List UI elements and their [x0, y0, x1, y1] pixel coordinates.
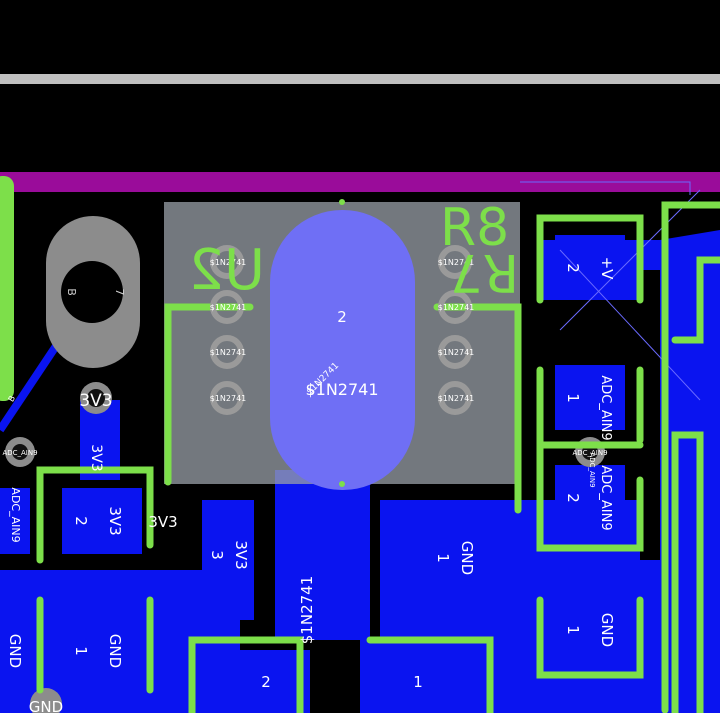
pad-right-top-net: +V — [598, 257, 616, 281]
via-3v3-label: 3V3 — [79, 391, 112, 411]
pad-left-2-number: 2 — [72, 516, 90, 526]
u2-pin-2-net: $1N2741 — [210, 303, 247, 312]
pad-right-gnd-1-net: GND — [598, 613, 616, 647]
pad-bottom-2-number: 2 — [261, 673, 271, 691]
u2-pin-7[interactable] — [438, 335, 472, 369]
ratsnest-line-diag-1 — [559, 249, 701, 401]
trace-adc-right-small: ADC_AIN9 — [588, 452, 596, 487]
via-adc-right-label: ADC_AIN9 — [572, 449, 607, 457]
u2-pin-7-net: $1N2741 — [438, 348, 475, 357]
pad-left-gnd[interactable] — [62, 618, 142, 686]
pad-left-3-net: 3V3 — [232, 540, 250, 569]
pad-right-top-number: 2 — [564, 263, 582, 273]
u2-pin-1-net: $1N2741 — [210, 258, 247, 267]
pad-right-adc-2[interactable] — [555, 465, 625, 530]
u2-anchor-bottom — [339, 481, 345, 487]
ratsnest-line-diag-2 — [559, 189, 701, 331]
trace-1n2741-vertical: $1N2741 — [298, 576, 316, 644]
u2-pad-number: 2 — [337, 308, 347, 326]
u2-pin-4[interactable] — [210, 381, 244, 415]
pad-right-adc-2-number: 2 — [564, 493, 582, 503]
board-edge-cut — [0, 172, 720, 192]
u2-pin-6-net: $1N2741 — [438, 303, 475, 312]
silk-outlines — [36, 201, 720, 713]
pad-left-3-number: 3 — [208, 550, 226, 560]
via-gnd[interactable] — [30, 688, 62, 713]
u2-designator: U2 — [188, 238, 265, 303]
pad-left-2[interactable] — [62, 488, 142, 554]
copper-pour-right — [660, 230, 720, 713]
left-edge-silk — [0, 176, 14, 401]
trace-small-b: B — [7, 394, 18, 403]
pad-left-adc[interactable] — [0, 488, 30, 554]
pad-right-gnd-1[interactable] — [555, 598, 625, 663]
pad-left-bottom-number: 1 — [72, 646, 90, 656]
copper-trace-1n2741 — [275, 470, 370, 640]
u2-pin-4-net: $1N2741 — [210, 394, 247, 403]
u2-pin-2[interactable] — [210, 290, 244, 324]
u2-silk-left — [164, 303, 254, 486]
pad-right-adc-2-net: ADC_AIN9 — [598, 465, 613, 530]
r8-designator: R8 — [440, 198, 509, 258]
u2-pin-3[interactable] — [210, 335, 244, 369]
mounting-hole-drill — [61, 261, 123, 323]
pad-right-adc-1-net: ADC_AIN9 — [598, 375, 613, 440]
pad-middle-1[interactable] — [430, 500, 482, 620]
via-3v3-drill — [87, 389, 105, 407]
via-adc-left-drill — [12, 444, 28, 460]
pad-left-gnd-far[interactable] — [0, 618, 30, 686]
u2-pins — [210, 245, 472, 415]
u2-pin-5-net: $1N2741 — [438, 258, 475, 267]
mounting-hole-label-b: B — [65, 288, 78, 296]
pad-right-adc-1[interactable] — [555, 365, 625, 430]
u2-pin-1[interactable] — [210, 245, 244, 279]
copper-trace-diagonal — [0, 337, 64, 433]
copper-pad-bottom-1 — [360, 640, 490, 713]
trace-3v3-vertical: 3V3 — [88, 444, 104, 471]
u2-pin-8[interactable] — [438, 381, 472, 415]
trace-adc-left-vertical: ADC_AIN9 — [9, 487, 22, 542]
pad-right-gnd-bottom[interactable] — [555, 688, 625, 713]
u2-pin-8-net: $1N2741 — [438, 394, 475, 403]
board-outline-line — [0, 74, 720, 84]
pad-right-adc-1-number: 1 — [564, 393, 582, 403]
pad-middle-1-net: GND — [458, 541, 476, 575]
u2-net-label: $1N2741 — [305, 380, 378, 399]
pad-bottom-1-number: 1 — [413, 673, 423, 691]
u2-anchor-top — [339, 199, 345, 205]
pad-left-2-net: 3V3 — [106, 506, 124, 535]
via-adc-left-label: ADC_AIN9 — [2, 449, 37, 457]
u2-pin-3-net: $1N2741 — [210, 348, 247, 357]
u2-pin-6[interactable] — [438, 290, 472, 324]
u2-component-body[interactable] — [270, 210, 415, 490]
r7-designator: R7 — [450, 242, 519, 302]
pad-left-3[interactable] — [202, 500, 254, 620]
u2-pin-5[interactable] — [438, 245, 472, 279]
pad-middle-1-number: 1 — [434, 553, 452, 563]
pad-left-far-net: GND — [6, 634, 24, 668]
pad-right-gnd-1-number: 1 — [564, 625, 582, 635]
trace-3v3-horizontal: 3V3 — [148, 513, 177, 531]
pad-left-bottom-net: GND — [106, 634, 124, 668]
mounting-hole-label-7: 7 — [113, 289, 126, 296]
via-gnd-label: GND — [29, 698, 63, 713]
ratsnest-line — [520, 181, 691, 195]
u2-silk-right — [433, 303, 522, 514]
copper-pad-bottom-2 — [210, 650, 310, 713]
pad-right-top[interactable] — [555, 235, 625, 300]
